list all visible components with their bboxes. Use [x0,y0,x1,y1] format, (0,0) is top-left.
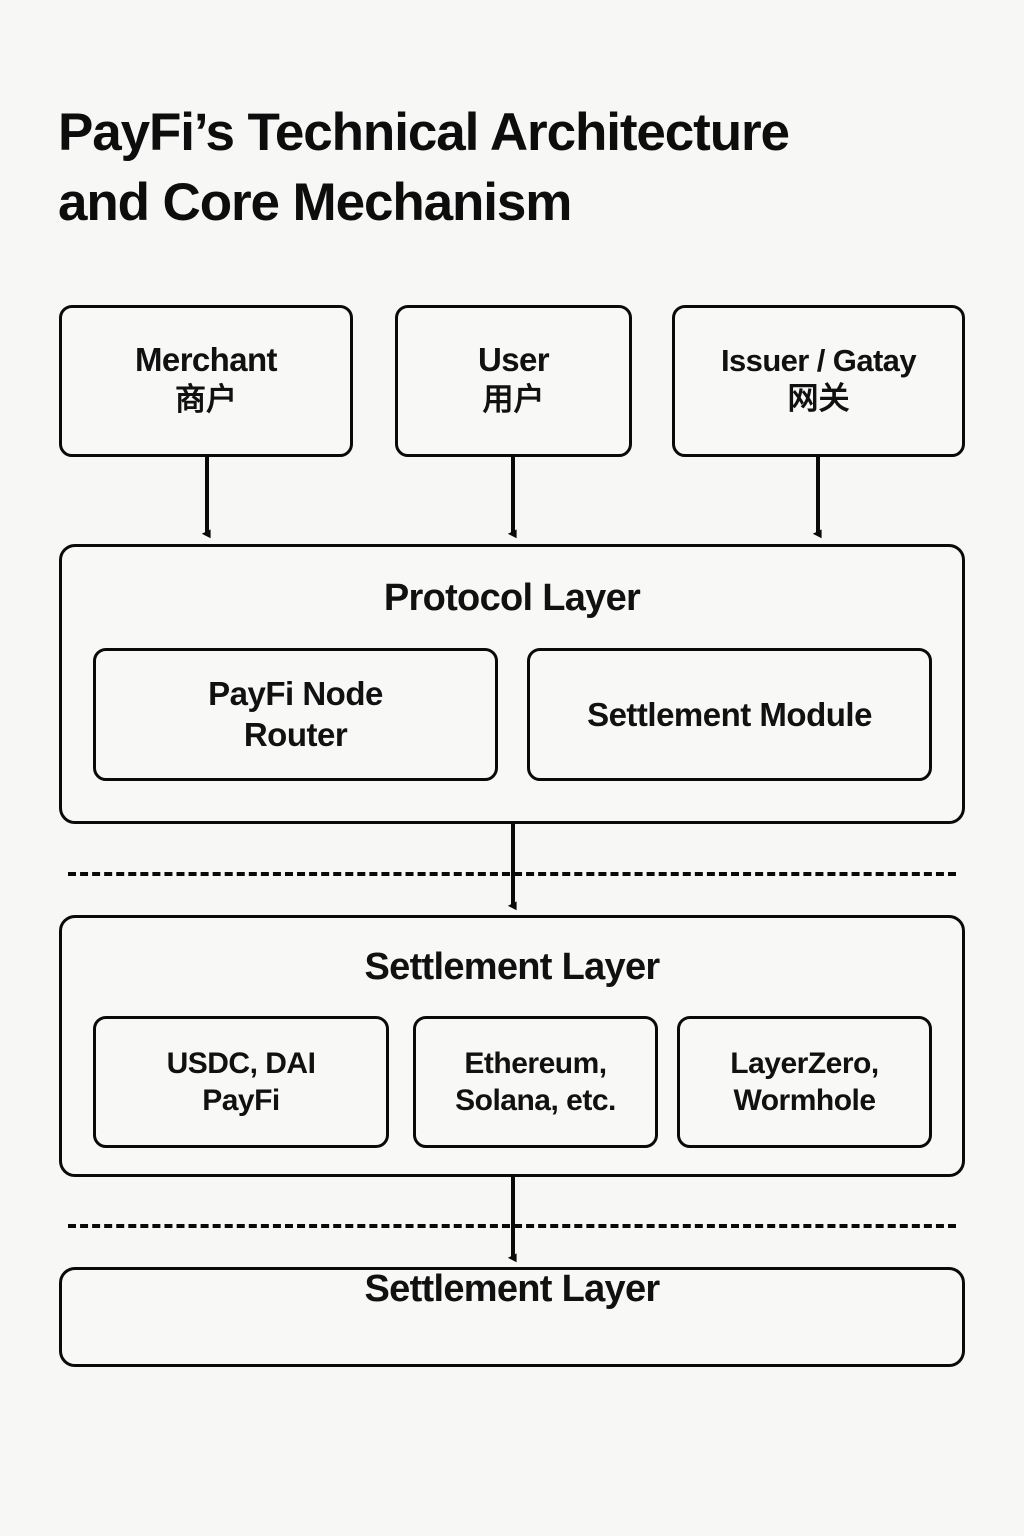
divider-protocol-settlement [68,872,956,876]
node-issuer-label-en: Issuer / Gatay [721,342,917,378]
settlement-layer-title: Settlement Layer [364,946,660,988]
bottom-settlement-layer-title: Settlement Layer [364,1268,660,1310]
module-chains-line1: Ethereum, [464,1046,607,1080]
node-user-label-zh: 用户 [482,382,545,418]
node-issuer-label-zh: 网关 [787,381,850,417]
module-bridges-line1: LayerZero, [730,1046,879,1080]
module-bridges-line2: Wormhole [733,1084,876,1117]
page-title: PayFi’s Technical Architecture and Core … [58,103,790,232]
node-merchant-label-en: Merchant [135,341,278,379]
module-bridges[interactable]: LayerZero, Wormhole [677,1016,932,1148]
node-user[interactable]: User 用户 [395,305,632,457]
divider-settlement-bottom [68,1224,956,1228]
protocol-layer-title: Protocol Layer [383,577,641,619]
node-merchant-label-zh: 商户 [175,382,237,418]
module-chains[interactable]: Ethereum, Solana, etc. [413,1016,658,1148]
module-settlement-module-line1: Settlement Module [587,695,872,733]
module-stablecoins-line1: USDC, DAI [166,1046,316,1080]
module-chains-line2: Solana, etc. [455,1084,616,1117]
module-payfi-node-router-line2: Router [243,715,348,753]
module-settlement-module[interactable]: Settlement Module [527,648,932,781]
module-stablecoins[interactable]: USDC, DAI PayFi [93,1016,389,1148]
node-issuer-gateway[interactable]: Issuer / Gatay 网关 [672,305,965,457]
module-stablecoins-line2: PayFi [202,1084,280,1117]
module-payfi-node-router-line1: PayFi Node [208,675,383,713]
module-payfi-node-router[interactable]: PayFi Node Router [93,648,498,781]
node-merchant[interactable]: Merchant 商户 [59,305,353,457]
node-user-label-en: User [478,341,550,379]
bottom-settlement-layer-container[interactable]: Settlement Layer [59,1267,965,1367]
